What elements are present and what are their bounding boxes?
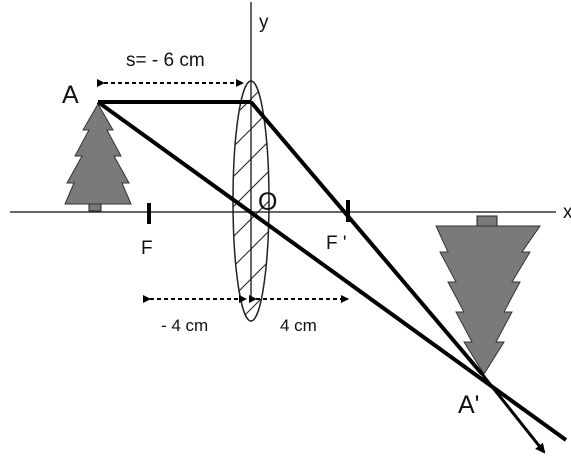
focal-right-distance-label: 4 cm [280,316,317,335]
focal-left-label: F [141,238,153,259]
focal-right-label: F ' [326,233,347,254]
x-axis-label: x [563,202,571,223]
center-point-label: O [258,188,277,216]
y-axis-label: y [259,12,269,33]
object-tree [64,102,132,212]
rays [96,100,568,454]
object-point-label: A [62,81,79,109]
lens [232,80,270,322]
refracted-focal-ray [249,100,484,376]
object-distance-label: s= - 6 cm [126,50,205,71]
object-tree-shape [64,102,132,205]
lens-hatching [233,81,269,321]
image-tree-shape [435,225,541,375]
extended-ray [480,373,546,454]
image-trunk [476,215,498,227]
image-tree [435,215,541,375]
image-point-label: A' [458,391,479,419]
focal-left-distance-label: - 4 cm [161,316,208,335]
